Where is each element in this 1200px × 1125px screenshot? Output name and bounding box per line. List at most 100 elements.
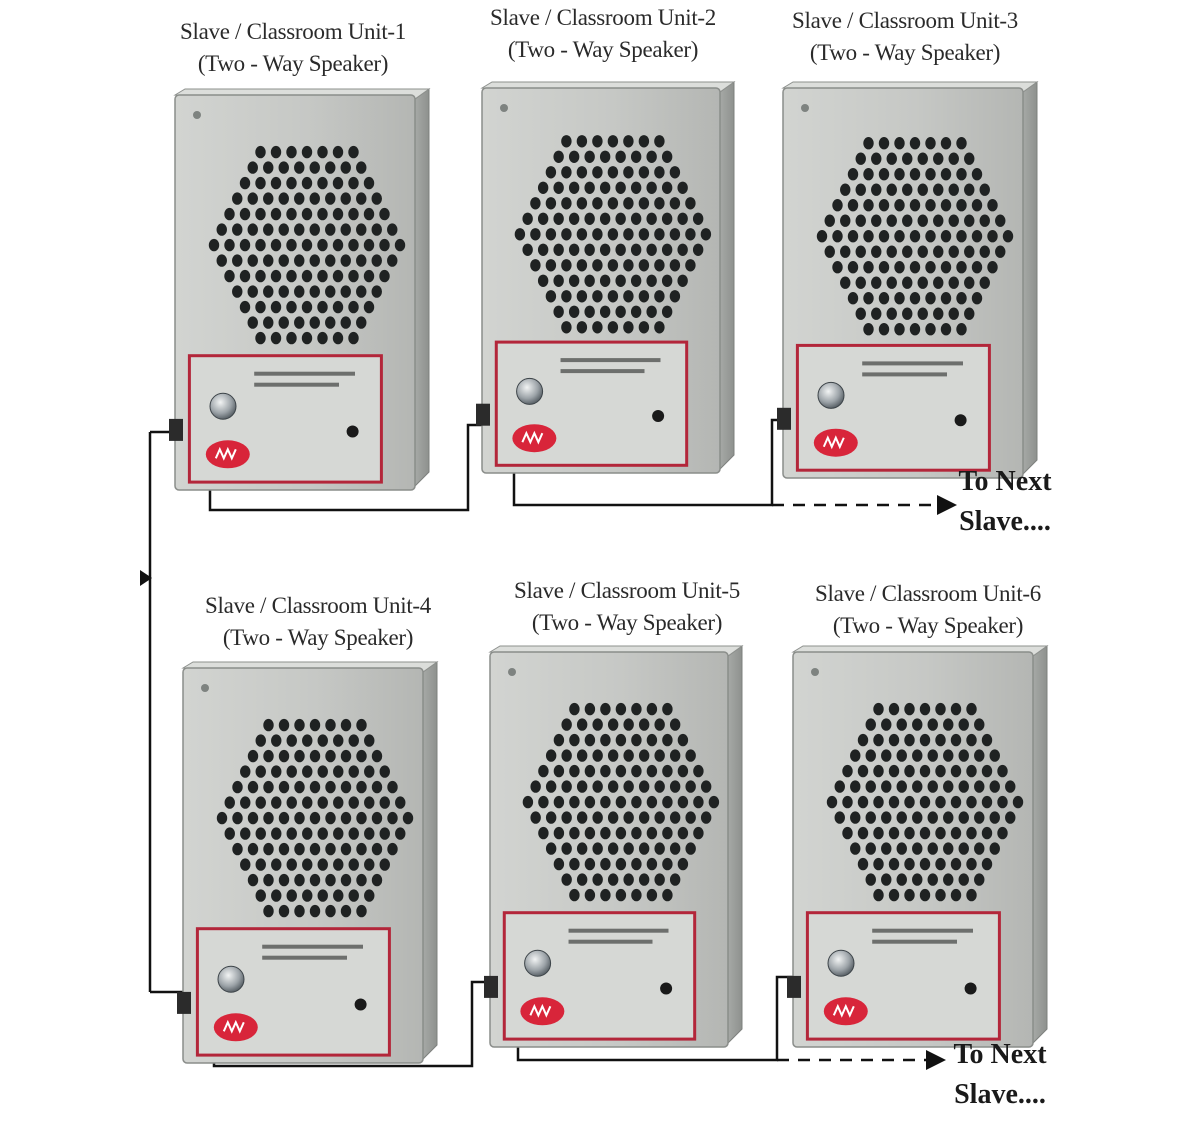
- grille-hole: [599, 243, 611, 256]
- grille-hole: [888, 702, 900, 716]
- grille-hole: [894, 261, 905, 274]
- grille-hole: [966, 857, 977, 871]
- grille-hole: [888, 733, 900, 747]
- grille-hole: [693, 826, 704, 840]
- grille-hole: [948, 152, 959, 165]
- grille-hole: [294, 223, 305, 236]
- grille-hole: [935, 888, 946, 902]
- grille-hole: [584, 702, 596, 716]
- grille-hole: [356, 192, 367, 205]
- grille-hole: [301, 331, 313, 345]
- grille-hole: [834, 811, 845, 824]
- grille-hole: [919, 702, 931, 716]
- grille-hole: [919, 826, 931, 840]
- grille-hole: [263, 904, 274, 918]
- panel-print-line: [872, 928, 973, 933]
- grille-hole: [537, 274, 549, 287]
- grille-hole: [317, 269, 328, 283]
- grille-hole: [824, 245, 835, 258]
- grille-hole: [615, 888, 627, 902]
- grille-hole: [294, 780, 305, 794]
- grille-hole: [894, 323, 905, 336]
- grille-hole: [592, 197, 603, 210]
- grille-hole: [538, 764, 549, 778]
- grille-hole: [933, 214, 944, 227]
- grille-hole: [553, 826, 565, 840]
- grille-hole: [317, 207, 328, 221]
- grille-hole: [933, 276, 944, 289]
- grille-hole: [974, 811, 985, 824]
- grille-hole: [553, 795, 565, 809]
- grille-hole: [247, 780, 259, 794]
- connector-jack-icon: [177, 991, 191, 1014]
- grille-hole: [356, 780, 367, 794]
- grille-hole: [873, 888, 884, 902]
- grille-hole: [599, 212, 611, 225]
- grille-hole: [302, 765, 313, 778]
- grille-hole: [545, 811, 557, 824]
- grille-hole: [286, 889, 297, 902]
- grille-hole: [379, 858, 390, 871]
- grille-hole: [855, 307, 866, 320]
- grille-hole: [832, 261, 843, 274]
- grille-hole: [943, 749, 954, 762]
- grille-hole: [387, 223, 398, 236]
- grille-hole: [912, 718, 923, 731]
- grille-hole: [956, 323, 967, 336]
- screw-icon: [508, 668, 516, 676]
- grille-hole: [271, 827, 282, 840]
- grille-hole: [873, 702, 884, 716]
- grille-hole: [255, 176, 266, 190]
- grille-hole: [568, 243, 580, 256]
- grille-hole: [317, 734, 328, 747]
- grille-hole: [927, 780, 938, 793]
- grille-hole: [561, 718, 572, 731]
- grille-hole: [294, 161, 305, 174]
- grille-hole: [878, 137, 890, 150]
- grille-hole: [646, 243, 657, 256]
- grille-hole: [348, 889, 359, 902]
- grille-hole: [847, 292, 859, 305]
- grille-hole: [981, 857, 993, 871]
- grille-hole: [232, 842, 243, 856]
- grille-hole: [871, 245, 882, 258]
- grille-hole: [332, 207, 344, 221]
- grille-hole: [348, 145, 359, 159]
- grille-hole: [654, 166, 665, 179]
- grille-hole: [940, 323, 952, 336]
- grille-hole: [232, 780, 243, 794]
- grille-hole: [935, 702, 946, 716]
- grille-hole: [925, 323, 936, 336]
- grille-hole: [943, 873, 954, 886]
- grille-hole: [263, 749, 274, 763]
- grille-hole: [909, 137, 921, 150]
- power-switch-icon: [660, 982, 673, 995]
- connector-jack-icon: [169, 418, 183, 441]
- grille-hole: [584, 181, 595, 194]
- grille-hole: [607, 811, 619, 824]
- grille-hole: [224, 796, 235, 809]
- grille-hole: [387, 811, 398, 825]
- grille-hole: [545, 197, 557, 210]
- grille-hole: [956, 230, 967, 243]
- grille-hole: [966, 702, 977, 716]
- next-slave-top-line2: Slave....: [959, 506, 1051, 537]
- grille-hole: [904, 795, 915, 809]
- grille-hole: [364, 858, 375, 871]
- grille-hole: [646, 857, 658, 871]
- grille-hole: [278, 316, 289, 329]
- grille-hole: [270, 300, 282, 314]
- grille-hole: [530, 811, 541, 824]
- grille-hole: [631, 888, 642, 902]
- panel-print-line: [568, 939, 653, 944]
- grille-hole: [871, 183, 882, 196]
- grille-hole: [561, 259, 572, 272]
- grille-hole: [379, 796, 390, 809]
- next-slave-label-top: To Next Slave....: [950, 462, 1060, 542]
- volume-knob-icon: [209, 392, 237, 420]
- grille-hole: [340, 718, 352, 732]
- grille-hole: [909, 230, 921, 243]
- speaker-side-panel: [1022, 81, 1038, 476]
- grille-hole: [332, 331, 344, 345]
- grille-hole: [863, 137, 874, 150]
